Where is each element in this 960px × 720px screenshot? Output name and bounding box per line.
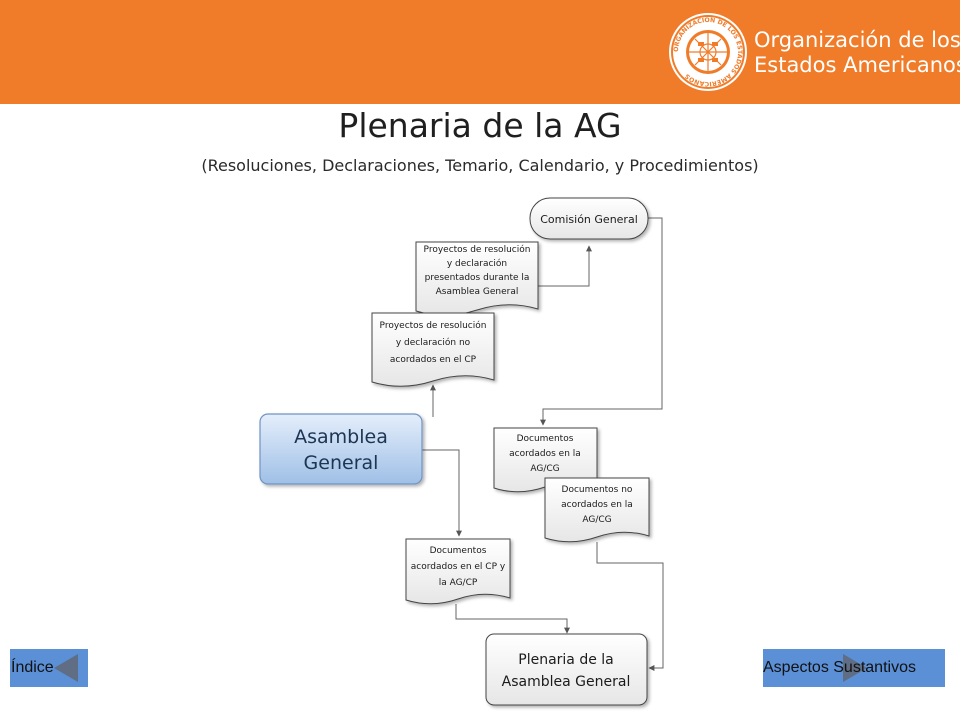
proyectos-presentados-line3: presentados durante la (425, 273, 530, 283)
org-name-line2: Estados Americanos (754, 53, 960, 77)
node-docs-acordados-cp: Documentos acordados en el CP y la AG/CP (405, 538, 511, 605)
header-bar: ORGANIZACIÓN DE LOS ESTADOS AMERICANOS O… (0, 0, 960, 104)
docs-acordados-agcg-line1: Documentos (517, 434, 574, 444)
node-docs-no-acordados-agcg: Documentos no acordados en la AG/CG (544, 477, 650, 543)
prev-button[interactable]: Índice (10, 649, 88, 687)
arrow-proyectos-to-comision (538, 245, 592, 287)
docs-acordados-cp-line1: Documentos (430, 546, 487, 556)
plenaria-line2: Asamblea General (502, 674, 631, 690)
asamblea-line2: General (304, 452, 379, 474)
node-comision-general: Comisión General (529, 197, 649, 240)
node-asamblea-general: Asamblea General (259, 413, 423, 485)
node-plenaria: Plenaria de la Asamblea General (485, 633, 648, 706)
arrow-ag-to-docs-cp (422, 449, 462, 537)
node-proyectos-no-acordados: Proyectos de resolución y declaración no… (371, 312, 495, 387)
docs-acordados-cp-line2: acordados en el CP y (411, 562, 506, 572)
proyectos-presentados-line1: Proyectos de resolución (424, 244, 531, 255)
docs-no-acordados-line2: acordados en la (561, 500, 633, 510)
proyectos-presentados-line2: y declaración (447, 258, 507, 269)
node-proyectos-presentados: Proyectos de resolución y declaración pr… (415, 241, 539, 316)
prev-button-label: Índice (11, 659, 54, 676)
arrow-docs-cp-to-plenaria (455, 604, 570, 634)
proyectos-no-acordados-line1: Proyectos de resolución (380, 320, 487, 331)
docs-acordados-agcg-line2: acordados en la (509, 449, 581, 459)
proyectos-presentados-line4: Asamblea General (436, 287, 519, 297)
org-name: Organización de los Estados Americanos (754, 28, 960, 78)
docs-no-acordados-line3: AG/CG (582, 515, 611, 525)
oas-seal-icon: ORGANIZACIÓN DE LOS ESTADOS AMERICANOS (669, 13, 747, 91)
comision-general-label: Comisión General (540, 213, 638, 226)
arrow-right-icon (843, 654, 867, 682)
asamblea-line1: Asamblea (294, 426, 388, 448)
page-title: Plenaria de la AG (338, 106, 622, 145)
page-subtitle: (Resoluciones, Declaraciones, Temario, C… (201, 156, 759, 175)
docs-acordados-agcg-line3: AG/CG (530, 464, 559, 474)
connectors (422, 217, 664, 671)
plenaria-line1: Plenaria de la (518, 652, 614, 668)
arrow-docs-no-to-plenaria (596, 542, 664, 671)
docs-acordados-cp-line3: la AG/CP (439, 578, 478, 588)
next-button[interactable]: Aspectos Sustantivos (763, 649, 945, 687)
arrow-comision-to-docs (540, 217, 663, 426)
proyectos-no-acordados-line2: y declaración no (396, 337, 471, 348)
proyectos-no-acordados-line3: acordados en el CP (390, 355, 477, 365)
docs-no-acordados-line1: Documentos no (562, 485, 633, 495)
next-button-label: Aspectos Sustantivos (763, 659, 916, 676)
arrow-left-icon (54, 654, 78, 682)
org-name-line1: Organización de los (754, 28, 960, 52)
